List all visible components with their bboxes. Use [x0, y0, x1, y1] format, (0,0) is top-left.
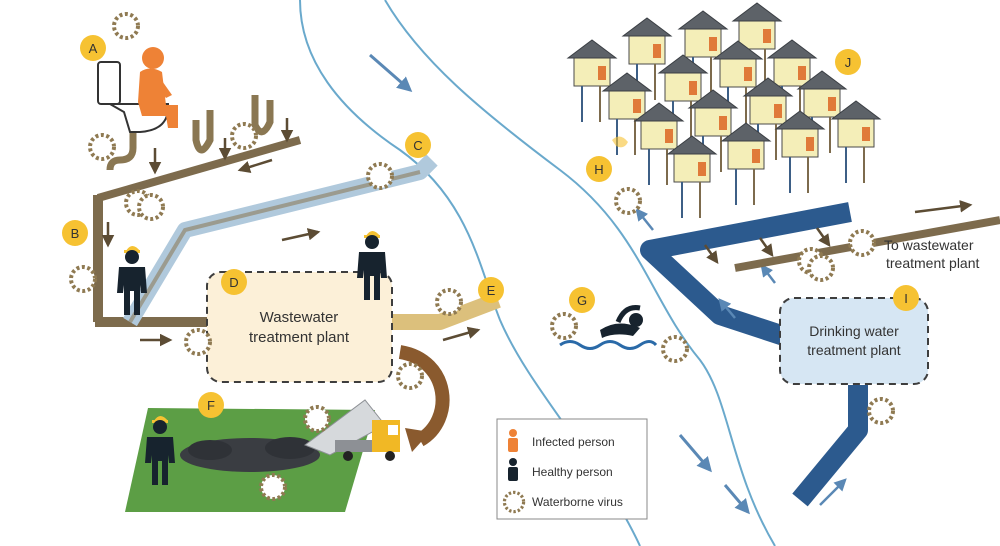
- truck-wheel: [343, 451, 353, 461]
- legend-virus-label: Waterborne virus: [532, 495, 623, 509]
- marker-h: H: [586, 156, 612, 182]
- marker-g: G: [569, 287, 595, 313]
- drinking-water-treatment-plant: [779, 297, 929, 385]
- truck-window: [388, 425, 398, 435]
- sewer-pipe-drop: [106, 118, 137, 171]
- sludge-arrow-head: [405, 428, 430, 452]
- sludge-pile: [188, 440, 232, 460]
- marker-b: B: [62, 220, 88, 246]
- marker-f: F: [198, 392, 224, 418]
- flow-arrow: [281, 228, 321, 242]
- legend-infected-label: Infected person: [532, 435, 615, 449]
- svg-text:E: E: [487, 283, 496, 298]
- svg-text:F: F: [207, 398, 215, 413]
- legend-virus-icon: [502, 490, 526, 514]
- marker-d: D: [221, 269, 247, 295]
- swimmer: [559, 305, 658, 350]
- main-sewer-pipe: [96, 136, 302, 202]
- drinking-water-outlet: [792, 385, 868, 507]
- river-flow-arrow: [678, 434, 712, 473]
- to-wastewater-label-1: To wastewater: [884, 237, 974, 253]
- drinking-plant-label-1: Drinking water: [809, 323, 899, 339]
- river-flow-arrow: [723, 484, 750, 515]
- wastewater-treatment-plant: [206, 271, 393, 383]
- legend: Infected person Healthy person Waterborn…: [496, 418, 648, 520]
- river-flow-arrow: [369, 53, 413, 92]
- sludge-pile: [265, 437, 315, 459]
- truck-wheel: [385, 451, 395, 461]
- svg-text:C: C: [413, 138, 422, 153]
- svg-text:A: A: [89, 41, 98, 56]
- marker-a: A: [80, 35, 106, 61]
- svg-text:H: H: [594, 162, 603, 177]
- village-houses: [567, 2, 881, 219]
- flow-arrow: [718, 298, 736, 319]
- sludge-arrow: [398, 345, 450, 447]
- legend-healthy-label: Healthy person: [532, 465, 613, 479]
- drinking-plant-label-2: treatment plant: [807, 342, 900, 358]
- flow-arrow: [914, 200, 973, 214]
- wastewater-plant-label-1: Wastewater: [260, 309, 339, 326]
- to-wastewater-label-2: treatment plant: [886, 255, 979, 271]
- flow-arrow: [442, 326, 481, 342]
- flow-arrow: [819, 478, 847, 506]
- svg-text:D: D: [229, 275, 238, 290]
- flow-arrow: [815, 227, 831, 248]
- leaking-pipe: [612, 136, 628, 148]
- flow-arrow: [237, 158, 273, 173]
- sewer-pipe-u1: [192, 110, 214, 154]
- svg-text:I: I: [904, 291, 908, 306]
- svg-text:B: B: [71, 226, 80, 241]
- marker-i: I: [893, 285, 919, 311]
- truck-cab: [372, 420, 400, 452]
- infected-person: [138, 47, 178, 128]
- svg-text:J: J: [845, 55, 852, 70]
- flow-arrow: [635, 208, 654, 231]
- legend-infected-icon: [508, 429, 518, 452]
- flow-arrow: [703, 244, 719, 265]
- river-bank-right: [384, 0, 776, 546]
- svg-text:G: G: [577, 293, 587, 308]
- drinking-water-main: [640, 202, 852, 348]
- effluent-pipe: [388, 292, 501, 330]
- overflow-pipe-inner: [128, 170, 421, 324]
- marker-e: E: [478, 277, 504, 303]
- flow-arrow: [760, 264, 776, 284]
- sewer-pipe-u2: [251, 95, 274, 136]
- flow-arrow: [758, 237, 774, 258]
- marker-c: C: [405, 132, 431, 158]
- marker-j: J: [835, 49, 861, 75]
- wastewater-plant-label-2: treatment plant: [249, 329, 350, 346]
- legend-healthy-icon: [508, 458, 518, 481]
